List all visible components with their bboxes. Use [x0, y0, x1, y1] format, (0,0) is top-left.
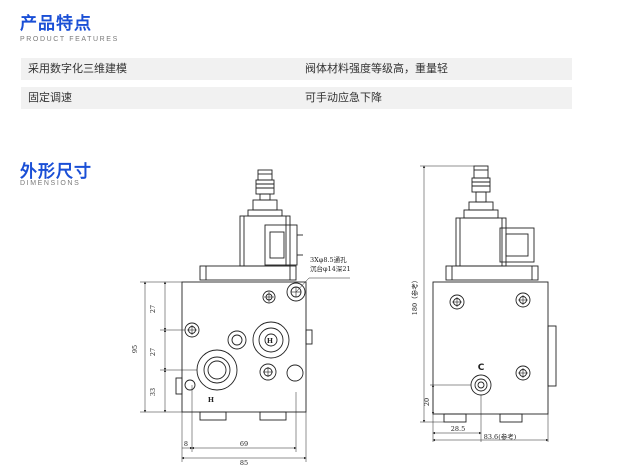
dim-180: 180（参考）: [410, 277, 419, 315]
feature-cell: 采用数字化三维建模: [28, 62, 127, 75]
port-mark-h1: H: [267, 337, 273, 345]
side-view-drawing: [420, 165, 557, 442]
port-mark-h2: H: [208, 396, 214, 404]
dim-83-6: 83.6(参考): [484, 432, 517, 441]
front-holes: [184, 282, 306, 391]
hole-note-line2: 沉台φ14深21: [310, 264, 351, 273]
dim-27-top: 27: [149, 305, 157, 313]
front-view-drawing: [140, 169, 350, 462]
dim-85: 85: [240, 459, 248, 467]
dim-8: 8: [184, 440, 188, 448]
feature-cell: 固定调速: [28, 91, 72, 104]
feature-row-1: 采用数字化三维建模 阀体材料强度等级高，重量轻: [21, 58, 572, 80]
side-connector: [499, 227, 535, 263]
features-subtitle: PRODUCT FEATURES: [20, 36, 119, 43]
dim-20: 20: [423, 398, 431, 406]
dimensions-title: 外形尺寸: [20, 162, 92, 182]
dim-69: 69: [240, 440, 248, 448]
port-mark-c: C: [478, 363, 485, 373]
feature-cell: 阀体材料强度等级高，重量轻: [305, 62, 448, 75]
dim-27-mid: 27: [149, 348, 157, 356]
front-valve-block: [181, 281, 307, 413]
side-coil: [455, 217, 507, 267]
dim-28-5: 28.5: [451, 425, 465, 433]
front-stem-nut: [255, 179, 275, 195]
front-stem-base: [252, 199, 278, 211]
features-title: 产品特点: [20, 14, 92, 34]
dim-33: 33: [149, 388, 157, 396]
front-stem-cap: [257, 169, 273, 181]
front-connector: [264, 224, 298, 266]
hole-note-line1: 3Xφ8.5通孔: [310, 255, 347, 264]
feature-cell: 可手动应急下降: [305, 91, 382, 104]
dimensions-subtitle: DIMENSIONS: [20, 180, 81, 187]
dim-95: 95: [131, 345, 139, 353]
front-flange: [199, 265, 297, 281]
feature-row-2: 固定调速 可手动应急下降: [21, 87, 572, 109]
